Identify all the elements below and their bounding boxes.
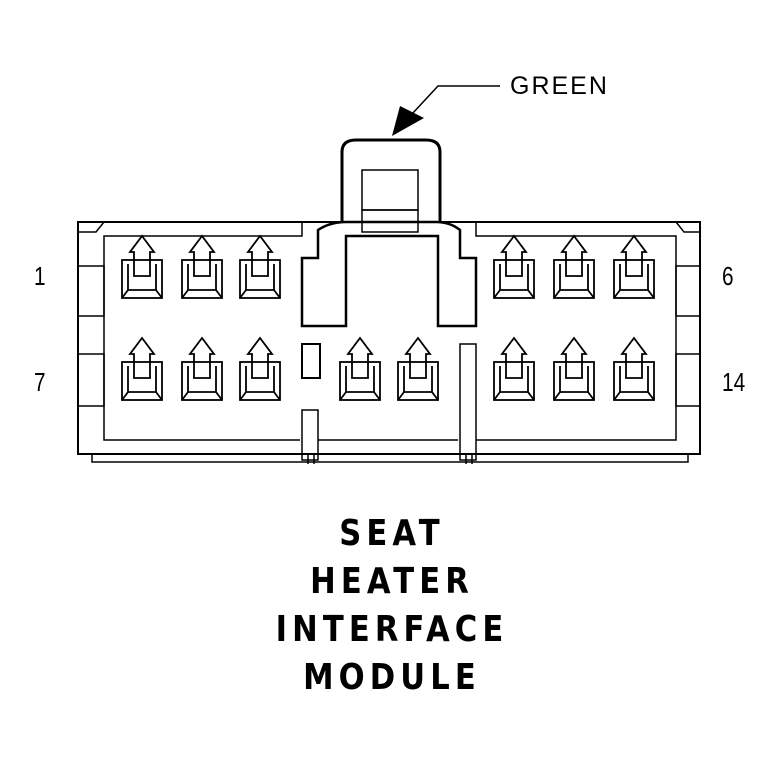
terminal-cavity <box>397 336 439 401</box>
side-tab-left-upper <box>77 265 105 317</box>
terminal-cavity <box>493 336 535 401</box>
inner-frame-right <box>475 222 677 441</box>
side-tab-right-lower <box>675 353 701 407</box>
terminal-cavity <box>121 336 163 401</box>
polarizing-slot <box>301 343 321 379</box>
terminal-cavity <box>181 336 223 401</box>
title-line-2: HEATER <box>310 561 474 602</box>
callout-label: GREEN <box>510 72 609 100</box>
terminal-cavity <box>239 234 281 299</box>
terminal-cavity <box>121 234 163 299</box>
terminal-cavity <box>553 234 595 299</box>
terminal-cavity <box>239 336 281 401</box>
callout-arrow-icon <box>392 106 424 136</box>
side-tab-right-upper <box>675 265 701 317</box>
pin-label-7: 7 <box>34 367 46 397</box>
bottom-key-left <box>301 409 319 461</box>
title-line-3: INTERFACE <box>275 609 509 650</box>
side-tab-left-lower <box>77 353 105 407</box>
lock-arch <box>340 138 442 222</box>
bottom-key-right <box>459 343 477 461</box>
title-line-1: SEAT <box>339 513 445 554</box>
inner-frame-left <box>103 222 303 441</box>
terminal-cavity <box>613 336 655 401</box>
lock-tab <box>300 220 478 328</box>
connector-body <box>77 221 701 455</box>
pin-label-1: 1 <box>34 261 46 291</box>
title-line-4: MODULE <box>303 657 481 698</box>
terminal-cavity <box>553 336 595 401</box>
connector-base <box>91 453 689 463</box>
lock-window <box>361 169 419 211</box>
terminal-cavity <box>493 234 535 299</box>
callout-leader <box>411 85 500 115</box>
pin-label-6: 6 <box>722 261 734 291</box>
terminal-cavity <box>181 234 223 299</box>
pin-label-14: 14 <box>722 367 746 397</box>
terminal-cavity <box>339 336 381 401</box>
terminal-cavity <box>613 234 655 299</box>
